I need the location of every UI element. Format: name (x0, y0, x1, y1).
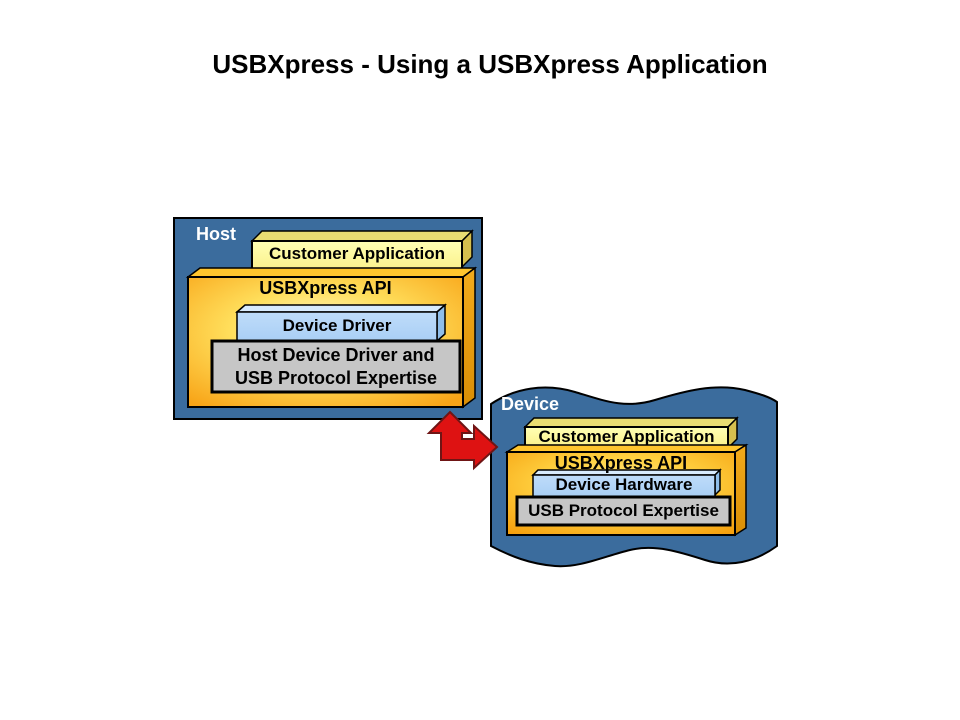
host-api-top-face (185, 267, 478, 278)
device-api-side-face (734, 443, 747, 537)
host-driver-side-face (436, 303, 446, 343)
bidirectional-arrow (426, 410, 499, 471)
device-hardware-box (532, 474, 716, 500)
host-driver-top-face (235, 304, 447, 313)
device-customer-app-top-face (523, 417, 739, 428)
host-customer-app-top-face (250, 230, 474, 242)
device-api-top-face (504, 444, 749, 453)
host-api-side-face (462, 266, 476, 409)
device-expertise-box (515, 495, 732, 527)
host-expertise-box (210, 339, 462, 394)
device-group (490, 386, 778, 568)
host-group (173, 217, 483, 420)
